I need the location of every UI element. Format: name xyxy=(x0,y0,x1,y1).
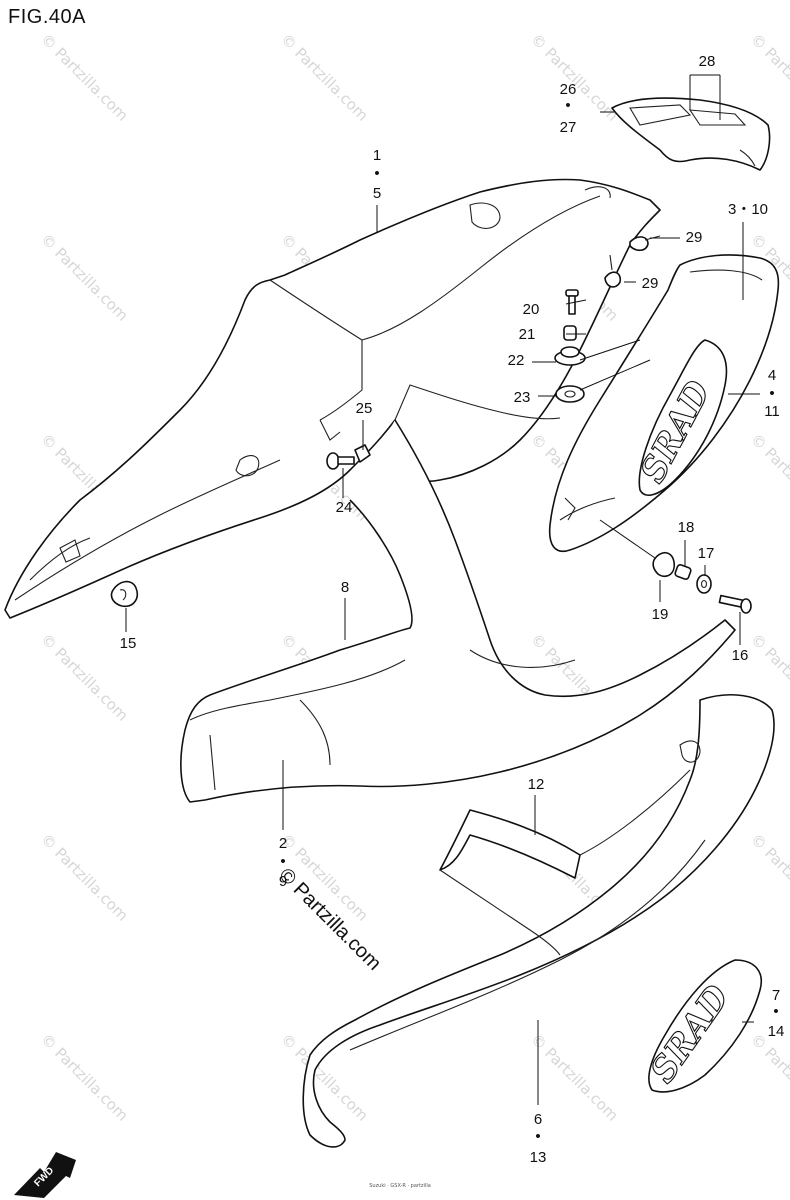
callout-4-11-line-2: • xyxy=(769,385,774,402)
callout-21: 21 xyxy=(519,326,536,343)
callout-3-10: 3・10 xyxy=(728,201,768,218)
callout-6-13: 6 • 13 xyxy=(530,1111,547,1166)
watermark-text: © Partzilla.com xyxy=(37,830,132,925)
callout-7-14-line-3: 14 xyxy=(768,1023,785,1040)
callout-4-11-line-1: 4 xyxy=(768,367,776,384)
washer-23 xyxy=(555,385,585,403)
callout-4-11: 4 • 11 xyxy=(764,367,780,420)
callout-1-5-line-3: 5 xyxy=(373,185,381,202)
callout-25: 25 xyxy=(356,400,373,417)
callout-2-9: 2 • 9 xyxy=(279,835,287,890)
fastener-29b xyxy=(604,254,622,288)
leader-lines xyxy=(125,74,760,1105)
callout-18: 18 xyxy=(678,519,695,536)
bolt-16 xyxy=(718,594,752,614)
watermark-text: © Partzilla.com xyxy=(37,230,132,325)
callout-4-11-line-3: 11 xyxy=(764,403,780,420)
callout-1-5: 1 • 5 xyxy=(373,147,381,202)
emblem-lower: SRAD xyxy=(642,959,762,1093)
cushion-19 xyxy=(652,551,676,578)
watermark-text: © Partzilla.com xyxy=(37,630,132,725)
callout-6-13-line-3: 13 xyxy=(530,1149,547,1166)
callout-2-9-line-1: 2 xyxy=(279,835,287,852)
callout-6-13-line-2: • xyxy=(535,1128,540,1145)
callout-2-9-line-2: • xyxy=(280,853,285,870)
nut-25 xyxy=(354,444,371,463)
callout-1-5-line-1: 1 xyxy=(373,147,381,164)
watermark-text: © Partzilla.com xyxy=(747,1030,790,1125)
footer-note: Suzuki · GSX-R · partzilla xyxy=(369,1183,431,1189)
washer-17 xyxy=(696,574,712,594)
callout-12: 12 xyxy=(528,776,545,793)
callout-20: 20 xyxy=(523,301,540,318)
watermark-text: © Partzilla.com xyxy=(747,30,790,125)
grommet-22 xyxy=(554,346,586,366)
bracket-12 xyxy=(439,769,691,956)
callout-22: 22 xyxy=(508,352,525,369)
figure-title: FIG.40A xyxy=(8,6,86,28)
callout-26-27: 26 • 27 xyxy=(560,81,577,136)
callout-28: 28 xyxy=(699,53,716,70)
callout-26-27-line-3: 27 xyxy=(560,119,577,136)
callout-7-14: 7 • 14 xyxy=(768,987,785,1040)
tail-cover xyxy=(611,97,771,171)
watermark-text: © Partzilla.com xyxy=(277,30,372,125)
side-cover-lower xyxy=(302,694,775,1148)
callout-8: 8 xyxy=(341,579,349,596)
callout-1-5-line-2: • xyxy=(374,165,379,182)
callout-6-13-line-1: 6 xyxy=(534,1111,542,1128)
watermark-text: © Partzilla.com xyxy=(37,1030,132,1125)
watermark-text: © Partzilla.com xyxy=(747,430,790,525)
callout-16: 16 xyxy=(732,647,749,664)
callout-26-27-line-1: 26 xyxy=(560,81,577,98)
cushion-15 xyxy=(110,580,138,608)
watermark-text: © Partzilla.com xyxy=(747,830,790,925)
callout-7-14-line-1: 7 xyxy=(772,987,780,1004)
watermark-text: © Partzilla.com xyxy=(527,30,622,125)
collar-21 xyxy=(563,325,577,341)
callout-7-14-line-2: • xyxy=(773,1003,778,1020)
callout-2-9-line-3: 9 xyxy=(279,873,287,890)
callout-15: 15 xyxy=(120,635,137,652)
callout-29-upper: 29 xyxy=(686,229,703,246)
seat-tail-cowling xyxy=(4,178,661,619)
callout-19: 19 xyxy=(652,606,669,623)
bolt-20 xyxy=(565,289,579,315)
fwd-arrow: FWD xyxy=(14,1152,76,1198)
under-cover xyxy=(180,419,736,803)
callout-26-27-line-2: • xyxy=(565,97,570,114)
callout-23: 23 xyxy=(514,389,531,406)
watermark-text: © Partzilla.com xyxy=(37,30,132,125)
callout-24: 24 xyxy=(336,499,353,516)
screw-24 xyxy=(326,452,355,470)
callout-17: 17 xyxy=(698,545,715,562)
callout-29-lower: 29 xyxy=(642,275,659,292)
collar-18 xyxy=(674,564,692,580)
callout-labels: 1 • 5 26 • 27 28 3・10 29 29 20 21 22 23 … xyxy=(120,53,785,1166)
